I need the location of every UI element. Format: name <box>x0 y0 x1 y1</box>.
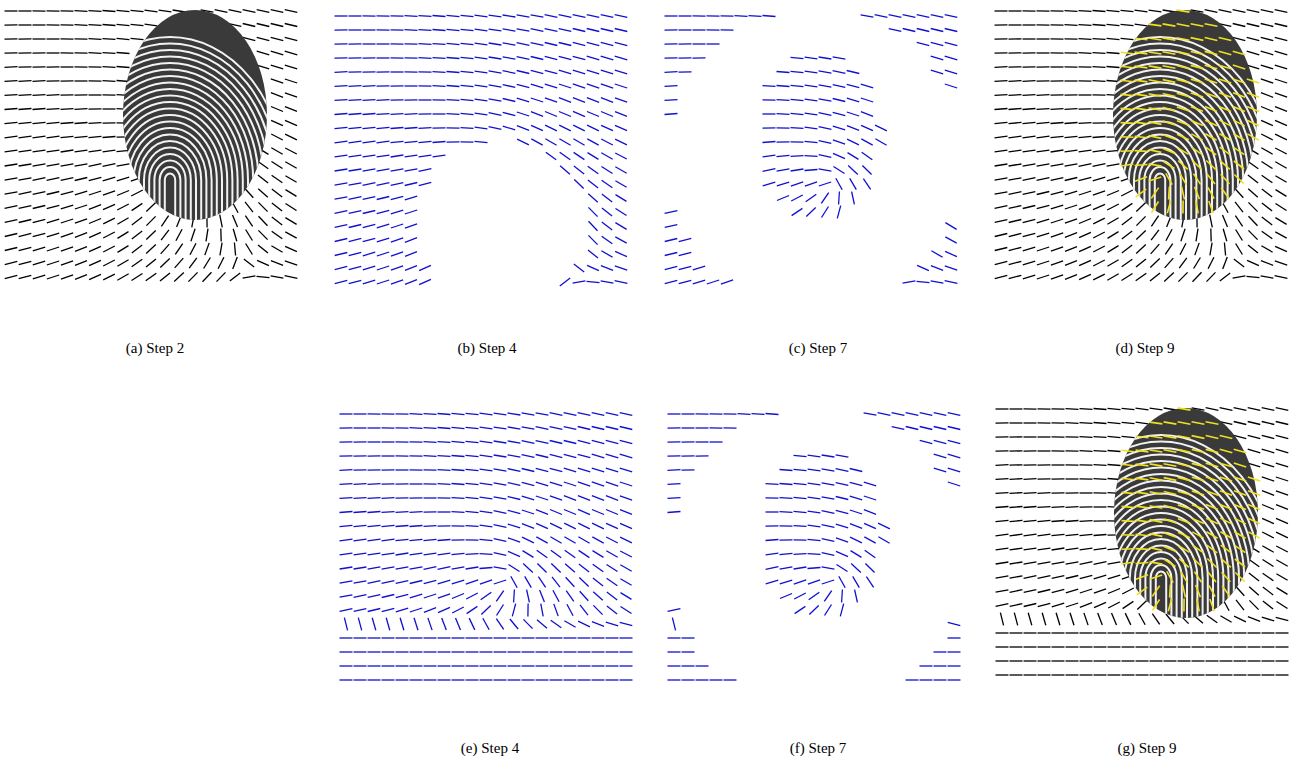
orientation-lines <box>996 408 1289 675</box>
fingerprint-image <box>1047 408 1276 663</box>
orientation-panel <box>335 15 628 286</box>
fingerprint-image <box>56 10 285 265</box>
orientation-lines <box>668 413 961 680</box>
orientation-lines <box>335 15 628 286</box>
fingerprint-image <box>1046 10 1275 265</box>
orientation-panel <box>340 413 633 680</box>
subfigure-caption: (d) Step 9 <box>1035 340 1255 357</box>
subfigure-caption: (b) Step 4 <box>377 340 597 357</box>
orientation-panel <box>5 10 298 282</box>
subfigure-caption: (c) Step 7 <box>708 340 928 357</box>
subfigure-caption: (a) Step 2 <box>45 340 265 357</box>
orientation-lines <box>995 10 1288 282</box>
subfigure-caption: (g) Step 9 <box>1037 740 1257 757</box>
orientation-lines <box>665 15 958 285</box>
orientation-panel <box>665 15 958 285</box>
subfigure-caption: (e) Step 4 <box>380 740 600 757</box>
orientation-lines <box>340 413 633 680</box>
orientation-panel <box>995 10 1288 282</box>
orientation-lines <box>5 10 298 282</box>
subfigure-caption: (f) Step 7 <box>708 740 928 757</box>
orientation-panel <box>668 413 961 680</box>
orientation-panel <box>996 408 1289 675</box>
